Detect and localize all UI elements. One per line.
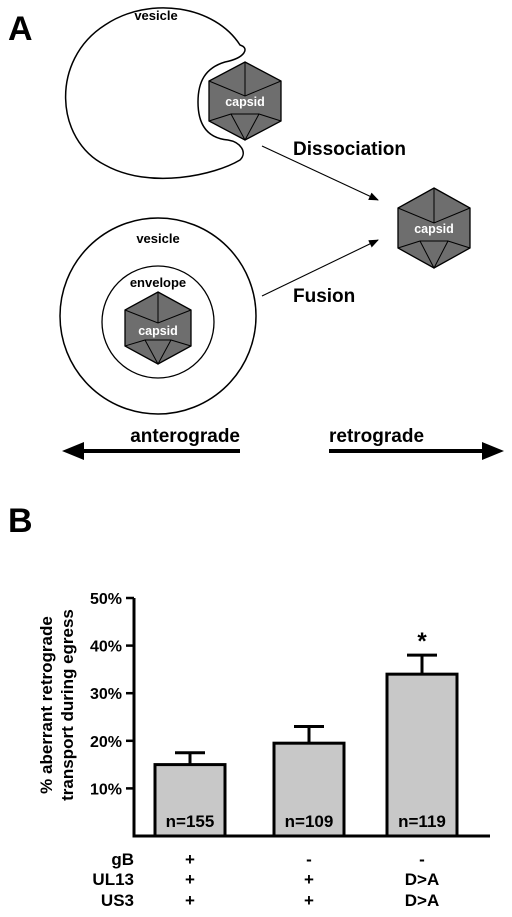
- vesicle-top-membrane: [64, 7, 246, 180]
- condition-cell: +: [304, 870, 314, 889]
- fusion-arrow: [261, 239, 379, 297]
- bar: [385, 672, 459, 838]
- retrograde-label: retrograde: [329, 426, 424, 447]
- condition-cell: D>A: [405, 891, 439, 910]
- condition-cell: +: [304, 891, 314, 910]
- envelope-label: envelope: [130, 275, 186, 290]
- vesicle-top-label: vesicle: [134, 8, 177, 23]
- dissociation-arrow: [261, 145, 379, 201]
- condition-cell: +: [185, 850, 195, 869]
- anterograde-arrow-head: [62, 442, 84, 460]
- significance-marker: *: [417, 628, 427, 655]
- retrograde-arrow-head: [482, 442, 504, 460]
- row-label: US3: [101, 891, 134, 910]
- bar: [272, 741, 346, 838]
- anterograde-label: anterograde: [130, 426, 240, 447]
- fusion-label: Fusion: [293, 286, 355, 307]
- y-axis-title-line2: transport during egress: [58, 609, 77, 801]
- condition-cell: D>A: [405, 870, 439, 889]
- condition-cell: +: [185, 870, 195, 889]
- capsid-enveloped-icon: capsid: [124, 291, 192, 366]
- bar-n-label: n=109: [285, 812, 334, 831]
- y-axis-title: % aberrant retrograde transport during e…: [37, 609, 77, 801]
- capsid-free-icon: capsid: [397, 187, 471, 270]
- capsid-free-label: capsid: [414, 222, 454, 236]
- panel-b-label: B: [8, 502, 33, 540]
- y-axis-title-line1: % aberrant retrograde: [37, 616, 56, 794]
- condition-cell: -: [306, 850, 312, 869]
- bar-n-label: n=155: [166, 812, 215, 831]
- condition-cell: -: [419, 850, 425, 869]
- capsid-top-icon: capsid: [208, 61, 282, 142]
- condition-cell: +: [185, 891, 195, 910]
- capsid-enveloped-label: capsid: [138, 324, 178, 338]
- capsid-top-label: capsid: [225, 95, 265, 109]
- panel-a-label: A: [8, 10, 33, 48]
- vesicle-bottom-label: vesicle: [136, 231, 179, 246]
- y-tick-label: 50%: [90, 591, 122, 608]
- y-tick-label: 20%: [90, 734, 122, 751]
- bar: [153, 763, 227, 838]
- y-tick-label: 40%: [90, 639, 122, 656]
- y-tick-label: 30%: [90, 686, 122, 703]
- row-label: UL13: [92, 870, 134, 889]
- row-label: gB: [111, 850, 134, 869]
- y-tick-label: 10%: [90, 781, 122, 798]
- bar-n-label: n=119: [398, 812, 446, 831]
- dissociation-label: Dissociation: [293, 139, 406, 160]
- bar-chart: 10% 20% 30% 40% 50% n=155 n=109 n=119 *: [90, 591, 490, 838]
